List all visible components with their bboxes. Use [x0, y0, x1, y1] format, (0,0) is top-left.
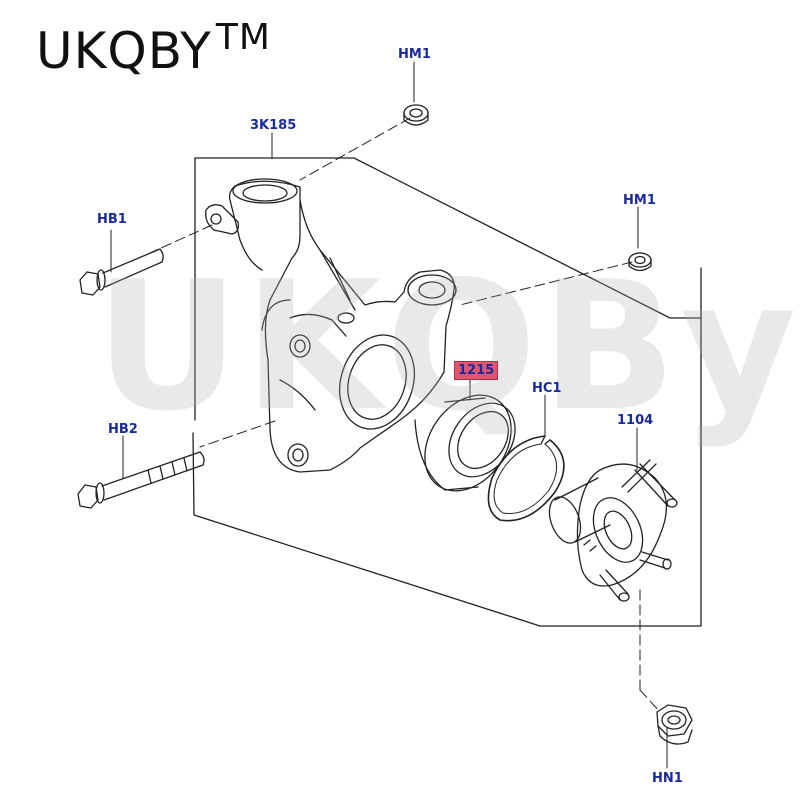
callout-hb2: HB2 [108, 422, 138, 437]
knuckle-3k185 [205, 178, 457, 473]
callout-hb1: HB1 [97, 212, 127, 227]
assembly-frame [192, 157, 702, 627]
brand-tm: TM [215, 17, 271, 58]
hm1-nut-right [628, 252, 652, 272]
hm1-nut-top [403, 104, 429, 126]
hb2-bolt [77, 451, 205, 509]
brand-text: UKQBY [36, 22, 212, 80]
callout-bearing: 1215 [454, 361, 499, 380]
bearing-1215 [414, 394, 516, 492]
leader-lines [110, 61, 668, 769]
callout-hub: 1104 [617, 413, 654, 428]
callout-hm1-right: HM1 [623, 193, 656, 208]
hub-1104 [548, 459, 678, 602]
circlip-hc1 [487, 435, 565, 522]
callout-hn1: HN1 [652, 771, 683, 786]
alignment-lines [149, 117, 661, 713]
hb1-bolt [79, 248, 164, 296]
callout-hm1-top: HM1 [398, 47, 431, 62]
callout-hc1: HC1 [532, 381, 562, 396]
hn1-nut [656, 704, 693, 745]
callout-knuckle: 3K185 [250, 118, 297, 133]
